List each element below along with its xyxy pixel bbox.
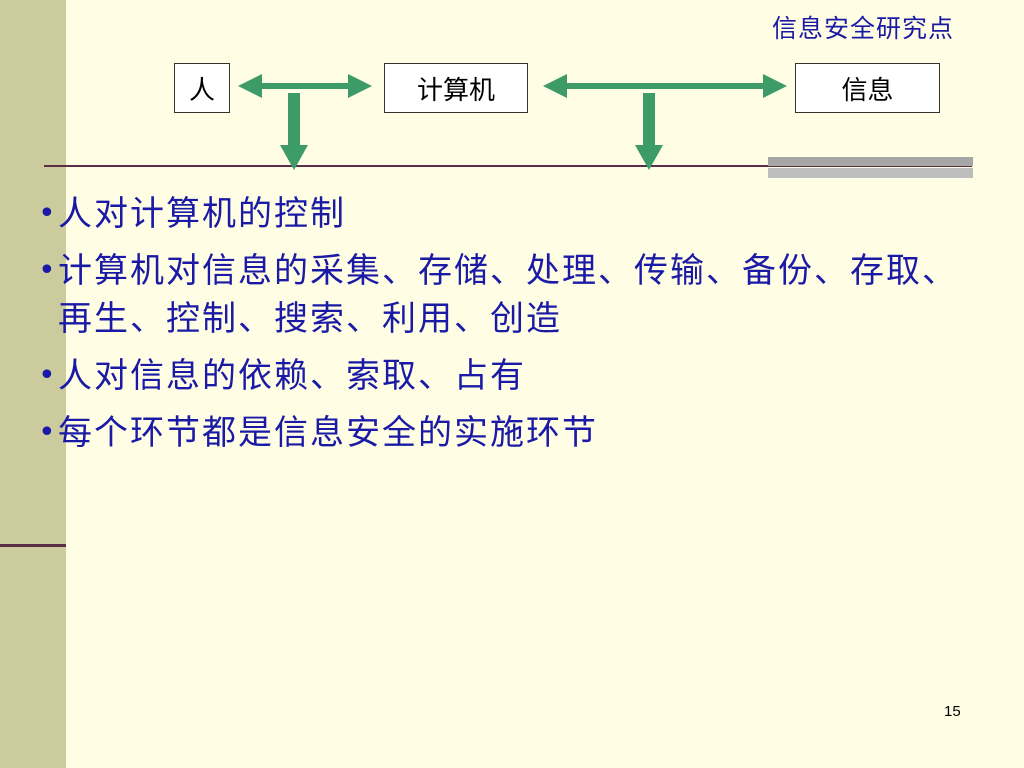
node-information: 信息 (795, 63, 940, 113)
gray-stripe-upper (768, 157, 973, 166)
bullet-dot: • (38, 196, 56, 231)
bullet-text: 人对计算机的控制 (58, 194, 346, 234)
bullet-text: 每个环节都是信息安全的实施环节 (58, 413, 598, 453)
bullet-list: • 人对计算机的控制 • 计算机对信息的采集、存储、处理、传输、备份、存取、再生… (38, 190, 958, 466)
page-number: 15 (944, 703, 961, 720)
slide-corner-title: 信息安全研究点 (771, 14, 954, 43)
node-computer: 计算机 (384, 63, 528, 113)
left-decorative-band (0, 0, 66, 768)
double-arrow-person-computer (238, 74, 372, 98)
bullet-item: • 人对信息的依赖、索取、占有 (38, 352, 958, 400)
relationship-diagram (238, 74, 787, 170)
header-gray-accent-block (768, 157, 973, 178)
bullet-item: • 人对计算机的控制 (38, 190, 958, 238)
down-arrow-right (635, 93, 663, 170)
bullet-dot: • (38, 253, 56, 288)
bullet-text: 计算机对信息的采集、存储、处理、传输、备份、存取、再生、控制、搜索、利用、创造 (58, 251, 958, 339)
bullet-item: • 计算机对信息的采集、存储、处理、传输、备份、存取、再生、控制、搜索、利用、创… (38, 247, 958, 343)
gray-stripe-lower (768, 168, 973, 178)
bullet-item: • 每个环节都是信息安全的实施环节 (38, 409, 958, 457)
left-accent-rule (0, 544, 66, 547)
node-person: 人 (174, 63, 230, 113)
down-arrow-left (280, 93, 308, 170)
bullet-dot: • (38, 358, 56, 393)
bullet-dot: • (38, 415, 56, 450)
bullet-text: 人对信息的依赖、索取、占有 (58, 356, 526, 396)
double-arrow-computer-information (543, 74, 787, 98)
header-divider-line (44, 165, 972, 167)
